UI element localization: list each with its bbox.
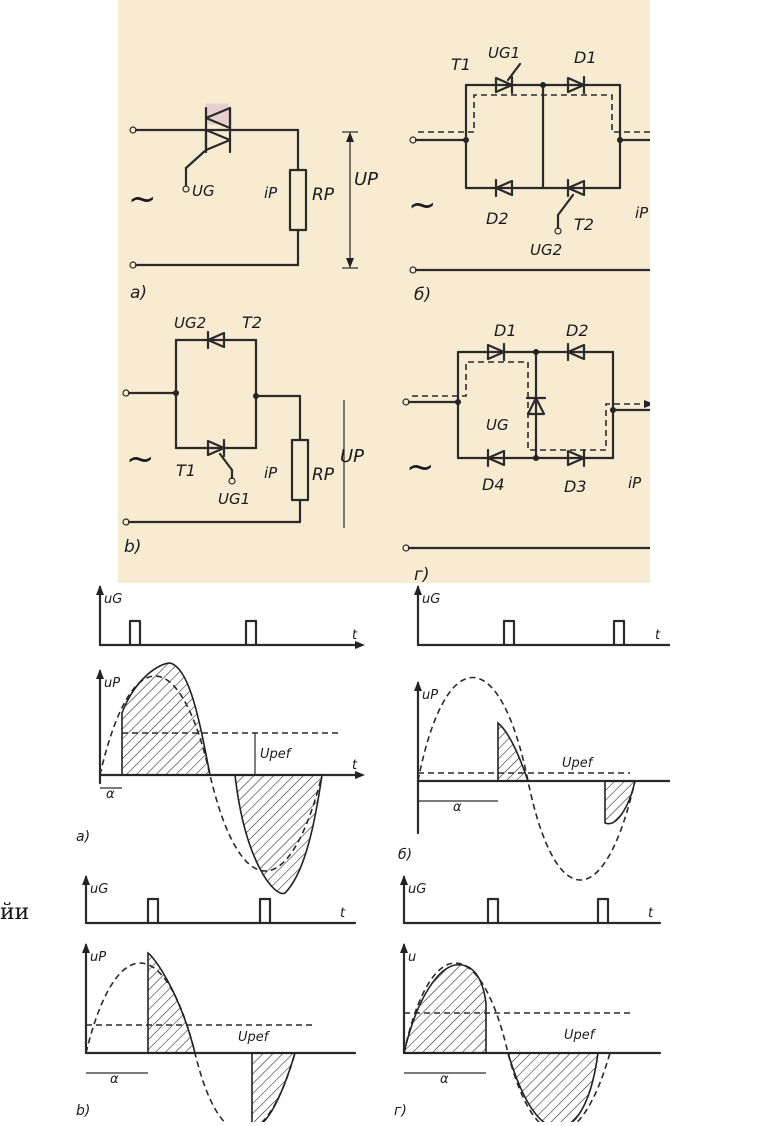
gate-pulse (128, 619, 142, 647)
label-upef: Upef (562, 756, 595, 771)
label-t1: T1 (451, 55, 471, 74)
hatched-area (147, 951, 197, 1054)
waveform-c: uG t uP Upef α b) (76, 875, 357, 1126)
resistor-rp-a (288, 168, 308, 232)
hatched-area (506, 1052, 599, 1126)
circuit-diagrams-panel: ~ UG iP RP UP a) ~ T1 (118, 0, 719, 585)
gate-pulse (486, 897, 500, 925)
label-t: t (340, 906, 346, 921)
label-t: t (655, 628, 661, 643)
label-up: uP (104, 676, 120, 691)
circuit-c: ~ UG2 T2 T1 UG1 iP RP UP b) (122, 313, 364, 557)
label-up: uP (422, 688, 438, 703)
label-t2: T2 (574, 215, 594, 234)
waveform-d: uG t u Upef α г) (394, 875, 662, 1126)
label-alpha: α (440, 1072, 449, 1087)
ac-source-symbol: ~ (126, 439, 155, 479)
label-d: г) (414, 565, 430, 583)
label-t1: T1 (176, 461, 196, 480)
hatched-area (402, 964, 487, 1054)
label-ug: uG (408, 882, 426, 897)
label-ip: iP (628, 474, 642, 492)
label-ug1: UG1 (218, 490, 250, 508)
label-u: u (408, 950, 416, 965)
label-up: uP (90, 950, 106, 965)
label-d4: D4 (482, 475, 505, 494)
label-b: б) (414, 285, 431, 305)
hatched-area (121, 662, 211, 776)
label-ip: iP (264, 184, 278, 202)
gate-pulse (612, 619, 626, 647)
label-d2: D2 (486, 209, 509, 228)
label-upef: Upef (564, 1028, 597, 1043)
label-d1: D1 (494, 321, 517, 340)
hatched-area (210, 774, 323, 895)
label-ug: uG (90, 882, 108, 897)
label-ug2: UG2 (174, 314, 206, 332)
label-a: a) (76, 829, 90, 845)
ac-source-symbol: ~ (406, 447, 435, 487)
label-t: t (352, 628, 358, 643)
hatched-area (251, 1052, 297, 1126)
gate-pulse (146, 897, 160, 925)
label-ug: uG (104, 592, 122, 607)
label-ug2: UG2 (530, 241, 562, 259)
waveform-b: uG t uP Upef α б) (398, 585, 672, 881)
triac-symbol (182, 103, 232, 193)
label-t: t (648, 906, 654, 921)
gate-pulse (258, 897, 272, 925)
label-d2: D2 (566, 321, 589, 340)
hatched-area (604, 780, 637, 825)
resistor-rp-c (290, 438, 310, 502)
side-text: йи (0, 900, 30, 925)
label-t: t (352, 758, 358, 773)
label-ug: UG (486, 416, 509, 434)
label-ip: iP (635, 204, 649, 222)
label-alpha: α (106, 787, 115, 802)
label-upef: Upef (260, 747, 293, 762)
label-rp: RP (312, 185, 335, 205)
label-upef: Upef (238, 1030, 271, 1045)
label-up: UP (340, 446, 364, 467)
circuit-b: ~ T1 UG1 D1 D2 T2 UG2 iP б) (408, 44, 719, 305)
gate-pulse (596, 897, 610, 925)
label-rp: RP (312, 465, 335, 485)
label-t2: T2 (242, 313, 262, 332)
label-alpha: α (453, 800, 462, 815)
gate-pulse (244, 619, 258, 647)
circuit-a: ~ UG iP RP UP a) (128, 103, 378, 303)
hatched-area (497, 721, 530, 782)
circuit-d: ~ D1 D2 UG D4 D3 iP г) (402, 321, 714, 585)
label-a: a) (130, 283, 147, 303)
label-ug: UG (192, 182, 215, 200)
label-b: б) (398, 847, 412, 863)
label-d1: D1 (574, 48, 597, 67)
label-up: UP (354, 169, 378, 190)
label-c: b) (76, 1103, 90, 1119)
label-d3: D3 (564, 477, 587, 496)
waveforms-panel: uG t uP t Upef α a) uG t uP Upef α б) (70, 583, 672, 1126)
ac-source-symbol: ~ (408, 185, 437, 225)
label-alpha: α (110, 1072, 119, 1087)
label-ip: iP (264, 464, 278, 482)
gate-pulse (502, 619, 516, 647)
label-d: г) (394, 1103, 407, 1119)
label-c: b) (124, 537, 141, 557)
ac-source-symbol: ~ (128, 179, 157, 219)
label-ug: uG (422, 592, 440, 607)
waveform-a: uG t uP t Upef α a) (76, 585, 365, 895)
label-ug1: UG1 (488, 44, 520, 62)
